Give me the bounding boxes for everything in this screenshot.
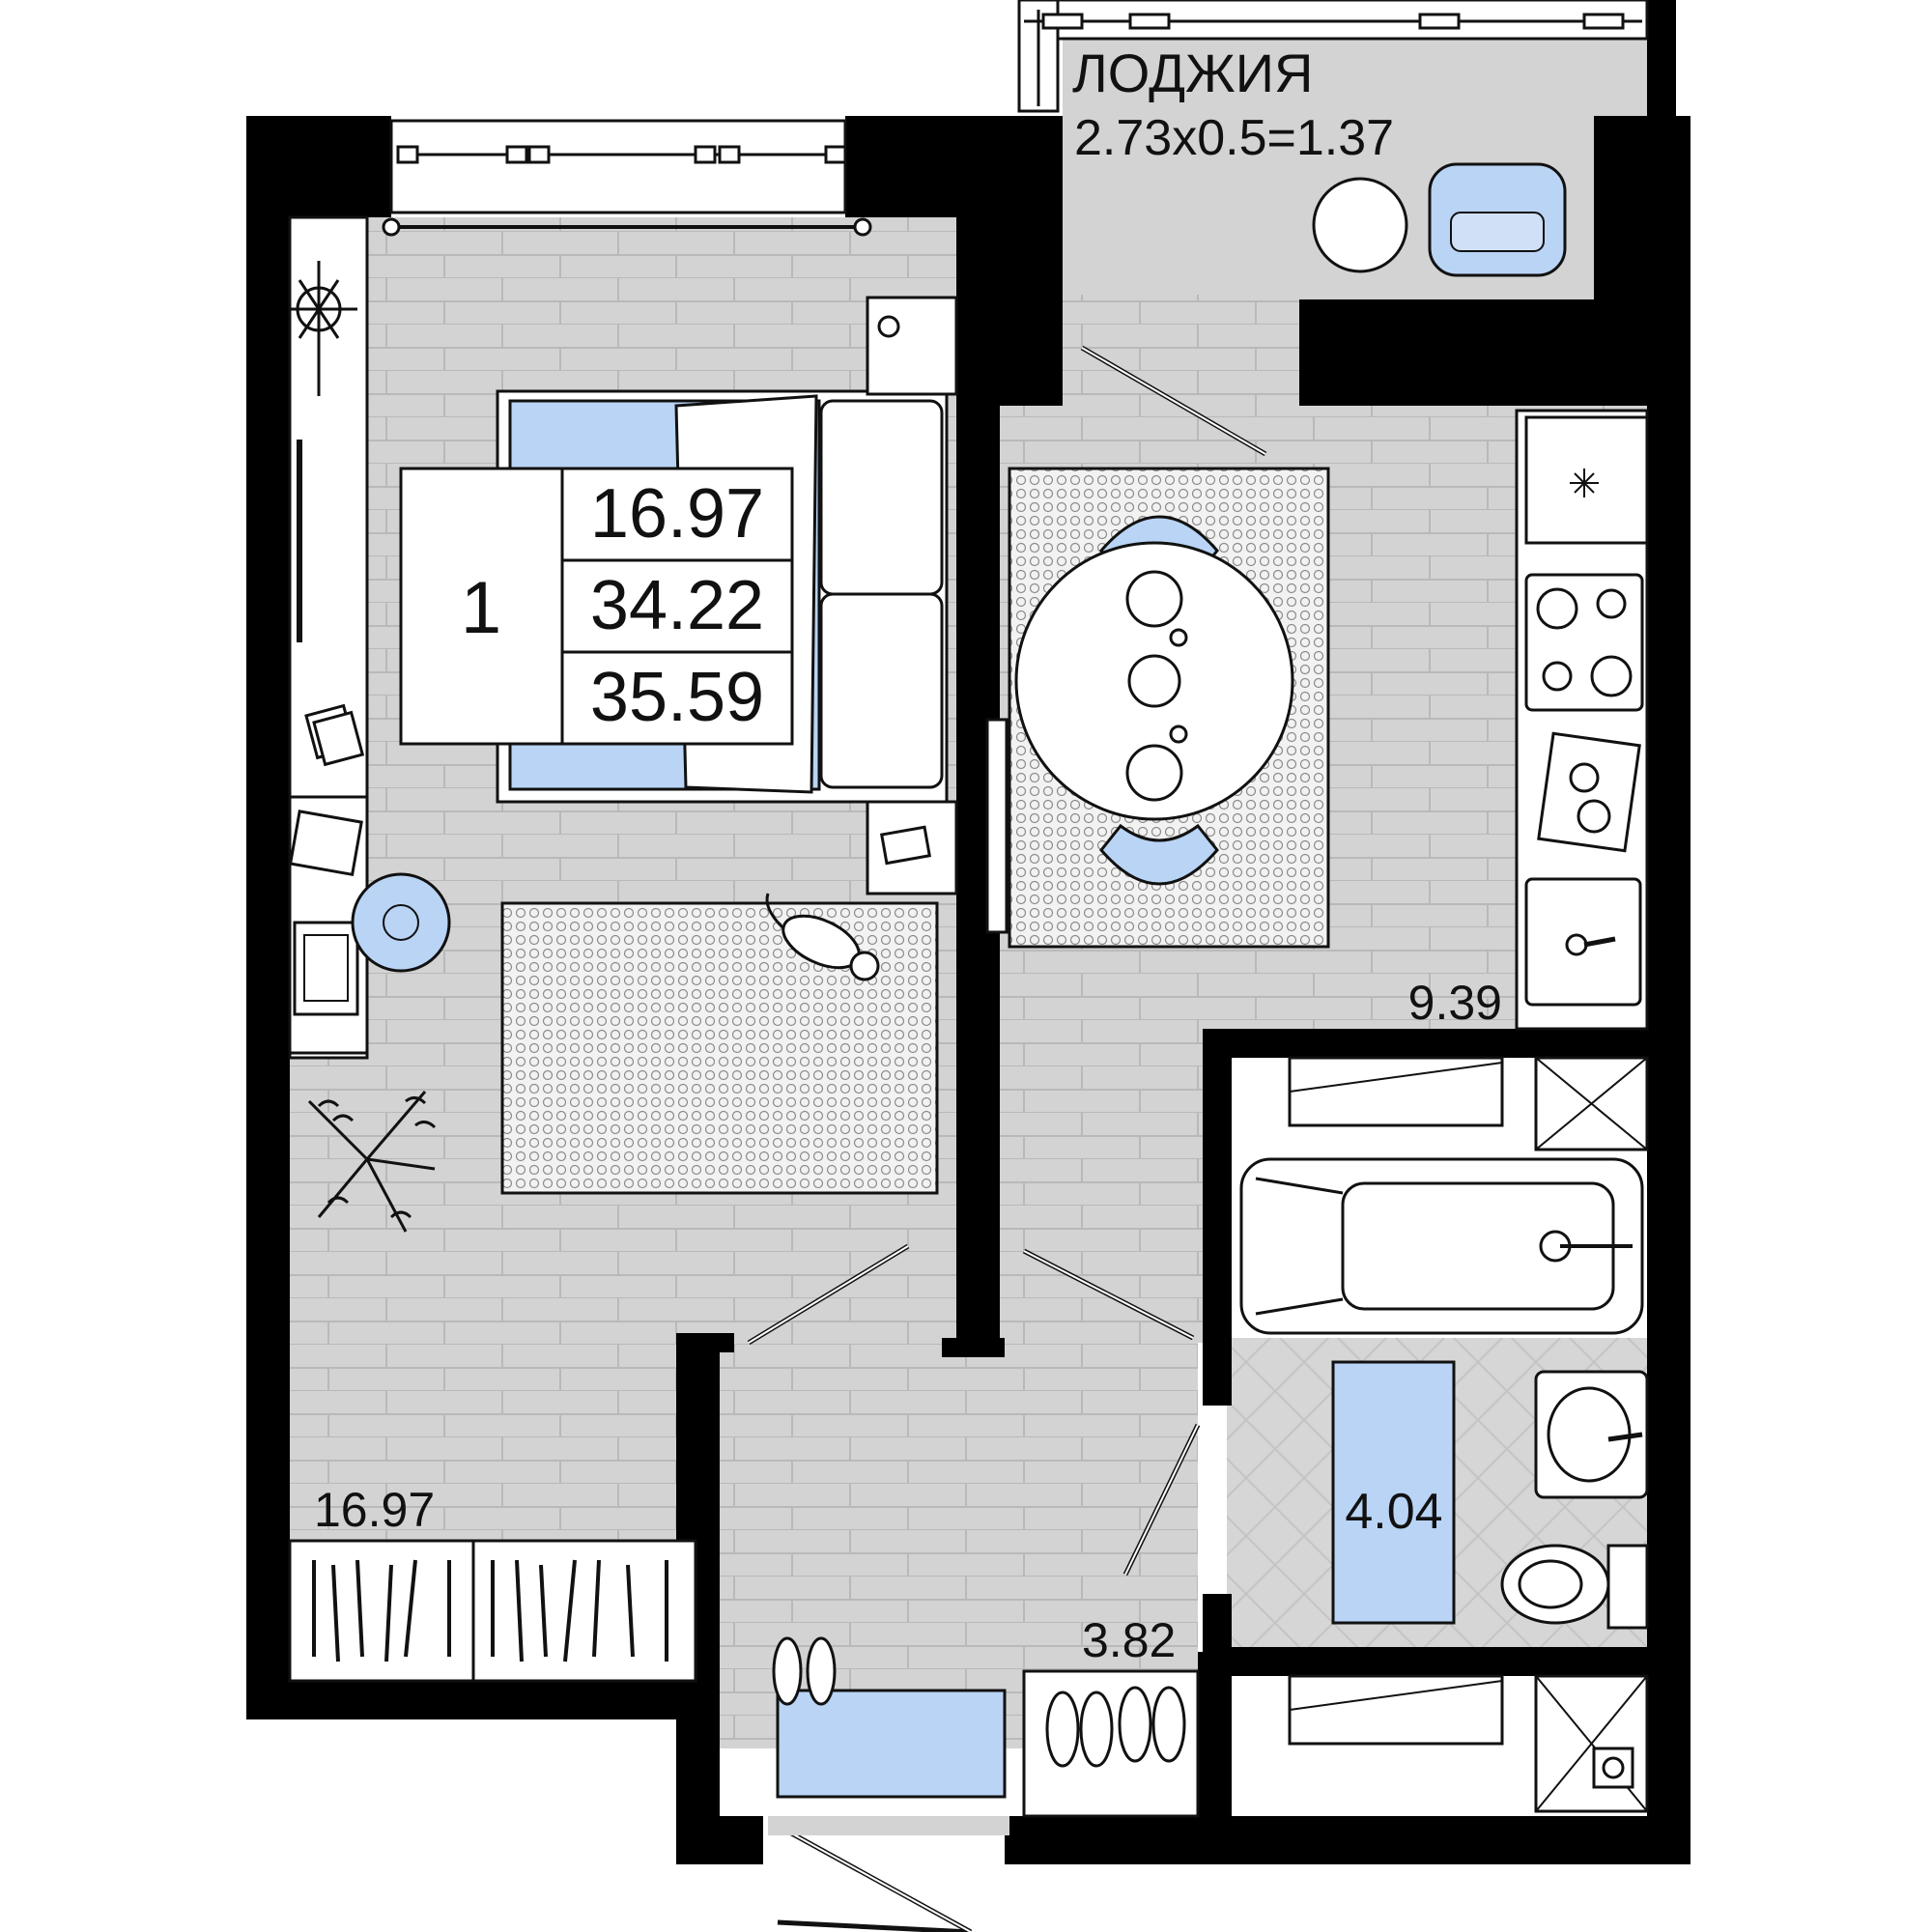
wall-top-left: [246, 116, 391, 217]
bedroom-rug: [500, 901, 939, 1195]
loggia-furniture: [1312, 162, 1567, 277]
pillow-top: [819, 399, 944, 596]
loggia-entry-floor: [1063, 295, 1304, 411]
bath-mat: [1331, 1360, 1456, 1625]
pouf-icon: [351, 872, 451, 973]
chair-bottom: [1099, 823, 1219, 886]
bathtub: [1239, 1157, 1644, 1335]
doors: [747, 345, 1267, 1932]
plate-top: [1125, 570, 1183, 628]
wall-partition-bottom: [942, 1338, 1005, 1357]
wall-hall-right: [1198, 1652, 1232, 1826]
tray-icon: [1537, 731, 1641, 853]
books-icon: [304, 703, 365, 767]
loggia-area-formula: 2.73x0.5=1.37: [1074, 110, 1394, 166]
shoe-cabinet: [1022, 1669, 1200, 1818]
loggia-table: [1312, 177, 1408, 273]
summary-living-area: 16.97: [590, 475, 764, 553]
plate-bottom: [1125, 744, 1183, 802]
summary-rooms: 1: [461, 567, 501, 649]
stove-icon: [1524, 573, 1644, 712]
wall-bottom-left: [676, 1816, 763, 1864]
summary-total-area: 35.59: [590, 659, 764, 736]
bedroom-window: [382, 119, 872, 237]
wall-loggia-top-right: [1647, 0, 1676, 116]
wall-loggia-right-block: [1299, 299, 1647, 406]
loggia-title: ЛОДЖИЯ: [1072, 43, 1313, 103]
wall-bottom-right: [1005, 1816, 1690, 1864]
hall-area-label: 3.82: [1082, 1613, 1176, 1667]
plant-icon-top: [290, 261, 357, 396]
wall-bath-left-lower: [1203, 1594, 1232, 1652]
wall-bedroom-bottom: [246, 1681, 700, 1719]
shafts: [1232, 1056, 1649, 1151]
toilet: [1500, 1544, 1649, 1630]
nightstand-bottom: [866, 800, 958, 895]
cat-icon: [765, 893, 880, 981]
room-labels: ЛОДЖИЯ 2.73x0.5=1.37 16.97 9.39 3.82 4.0…: [314, 43, 1502, 1667]
area-summary-table: 1 16.97 34.22 35.59: [399, 467, 794, 746]
tv-on-partition: [985, 718, 1009, 934]
wall-right: [1647, 116, 1690, 1864]
wall-loggia-left: [1000, 116, 1063, 406]
kitchen-counter: [1515, 409, 1649, 1031]
walls: [246, 0, 1690, 1864]
wall-bath-bottom: [1203, 1647, 1647, 1676]
hall-mat: [776, 1689, 1007, 1799]
washbasin: [1534, 1370, 1649, 1499]
sink-icon: [1524, 877, 1642, 1007]
door-entrance: [777, 1919, 972, 1932]
bath-area-label: 4.04: [1345, 1484, 1442, 1540]
wall-bath-left: [1203, 1029, 1232, 1406]
wall-left: [246, 116, 290, 1719]
wall-kitchen-bath: [1203, 1029, 1647, 1058]
wall-hall-top-left: [676, 1333, 734, 1352]
bedroom-area-label: 16.97: [314, 1483, 435, 1537]
kitchen-area-label: 9.39: [1408, 976, 1502, 1030]
slippers-icon: [772, 1636, 837, 1706]
summary-living-total: 34.22: [590, 567, 764, 644]
dining-table: [1014, 515, 1294, 886]
laptop-icon: [288, 810, 363, 877]
plate-center: [1127, 654, 1181, 708]
plant-icon-bottom: [307, 1091, 437, 1233]
nightstand-top: [866, 296, 958, 396]
shafts-bottom: [1232, 1674, 1649, 1813]
pillow-bottom: [819, 592, 944, 789]
loggia-window: [1017, 0, 1649, 113]
corridor-floor: [1000, 1024, 1227, 1343]
closet-bottom: [288, 1539, 697, 1683]
